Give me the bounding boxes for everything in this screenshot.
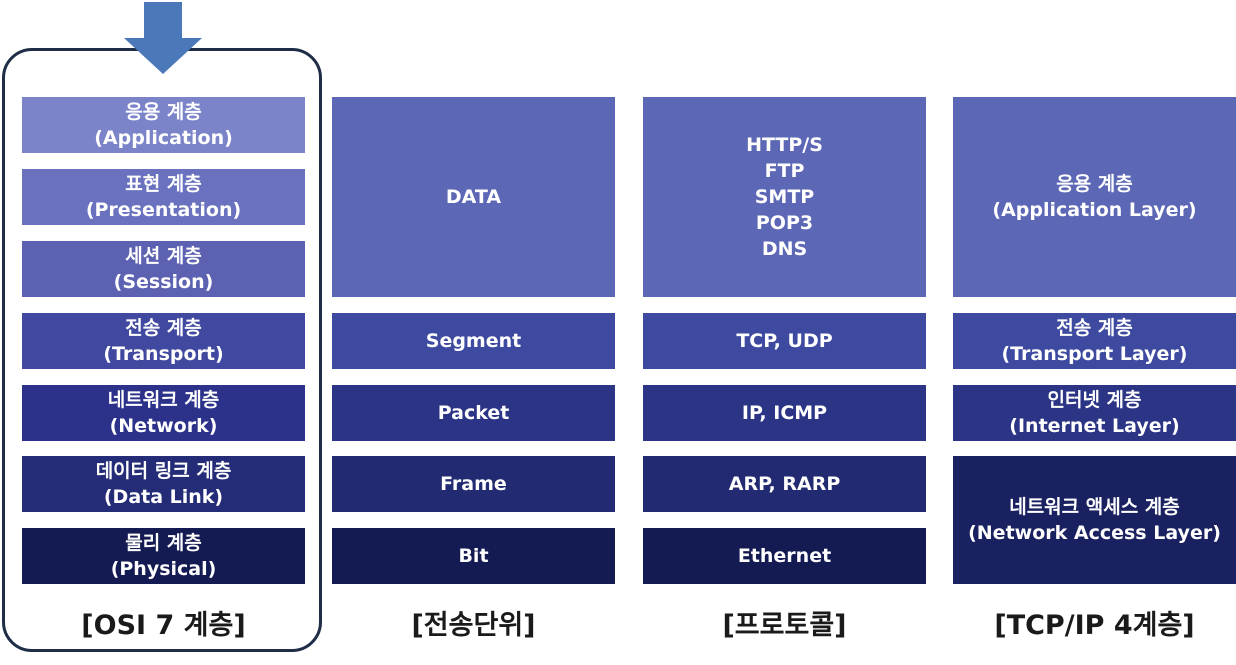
unit-label: Packet	[437, 402, 510, 424]
osi-layer-english: (Data Link)	[103, 486, 224, 508]
tcpip-layer-name: 네트워크 액세스 계층	[1009, 496, 1180, 518]
osi-layer-english: (Presentation)	[85, 199, 242, 221]
osi-layer-name: 응용 계층	[125, 101, 202, 123]
tcpip-layer-english: (Network Access Layer)	[968, 522, 1221, 544]
protocol-label: HTTP/S	[746, 134, 823, 156]
tcpip-layer-name: 인터넷 계층	[1047, 389, 1142, 411]
protocol-label: IP, ICMP	[741, 402, 828, 424]
tcpip-layer-transport: 전송 계층 (Transport Layer)	[953, 313, 1236, 369]
osi-layer-presentation: 표현 계층 (Presentation)	[22, 169, 305, 225]
protocol-network: IP, ICMP	[643, 385, 926, 441]
osi-layer-transport: 전송 계층 (Transport)	[22, 313, 305, 369]
unit-label: Bit	[458, 545, 489, 567]
tcpip-layer-english: (Internet Layer)	[1009, 415, 1180, 437]
protocol-label: SMTP	[754, 186, 815, 208]
unit-segment: Segment	[332, 313, 615, 369]
osi-layer-name: 표현 계층	[125, 173, 202, 195]
down-arrow-icon	[124, 2, 202, 74]
unit-label: DATA	[445, 186, 502, 208]
tcpip-layer-application: 응용 계층 (Application Layer)	[953, 97, 1236, 297]
protocols-caption: [프로토콜]	[722, 610, 847, 641]
tcpip-caption: [TCP/IP 4계층]	[994, 610, 1195, 641]
protocol-transport: TCP, UDP	[643, 313, 926, 369]
osi-layer-english: (Transport)	[103, 343, 224, 365]
tcpip-layer-name: 전송 계층	[1056, 317, 1133, 339]
protocol-label: ARP, RARP	[728, 473, 841, 495]
osi-layer-application: 응용 계층 (Application)	[22, 97, 305, 153]
units-caption: [전송단위]	[411, 610, 536, 641]
unit-frame: Frame	[332, 456, 615, 512]
tcpip-layer-english: (Transport Layer)	[1001, 343, 1188, 365]
tcpip-layer-internet: 인터넷 계층 (Internet Layer)	[953, 385, 1236, 441]
osi-layer-name: 전송 계층	[125, 317, 202, 339]
unit-label: Segment	[425, 330, 522, 352]
protocol-label: DNS	[761, 238, 808, 260]
protocol-label: POP3	[755, 212, 814, 234]
unit-packet: Packet	[332, 385, 615, 441]
osi-layer-english: (Physical)	[110, 558, 217, 580]
unit-data: DATA	[332, 97, 615, 297]
tcpip-layer-network-access: 네트워크 액세스 계층 (Network Access Layer)	[953, 456, 1236, 584]
osi-layer-network: 네트워크 계층 (Network)	[22, 385, 305, 441]
protocol-label: Ethernet	[737, 545, 832, 567]
protocol-application: HTTP/S FTP SMTP POP3 DNS	[643, 97, 926, 297]
protocol-data-link: ARP, RARP	[643, 456, 926, 512]
tcpip-layer-name: 응용 계층	[1056, 173, 1133, 195]
unit-label: Frame	[440, 473, 507, 495]
osi-layer-name: 데이터 링크 계층	[95, 460, 232, 482]
osi-layer-physical: 물리 계층 (Physical)	[22, 528, 305, 584]
osi-layer-english: (Application)	[94, 127, 233, 149]
osi-caption: [OSI 7 계층]	[81, 610, 246, 641]
osi-layer-name: 물리 계층	[125, 532, 202, 554]
tcpip-layer-english: (Application Layer)	[992, 199, 1197, 221]
osi-layer-data-link: 데이터 링크 계층 (Data Link)	[22, 456, 305, 512]
unit-bit: Bit	[332, 528, 615, 584]
osi-layer-session: 세션 계층 (Session)	[22, 241, 305, 297]
protocol-physical: Ethernet	[643, 528, 926, 584]
osi-layer-english: (Network)	[109, 415, 218, 437]
osi-layer-english: (Session)	[113, 271, 214, 293]
osi-layer-name: 네트워크 계층	[107, 389, 220, 411]
protocol-label: FTP	[764, 160, 805, 182]
osi-layer-name: 세션 계층	[125, 245, 202, 267]
protocol-label: TCP, UDP	[736, 330, 833, 352]
